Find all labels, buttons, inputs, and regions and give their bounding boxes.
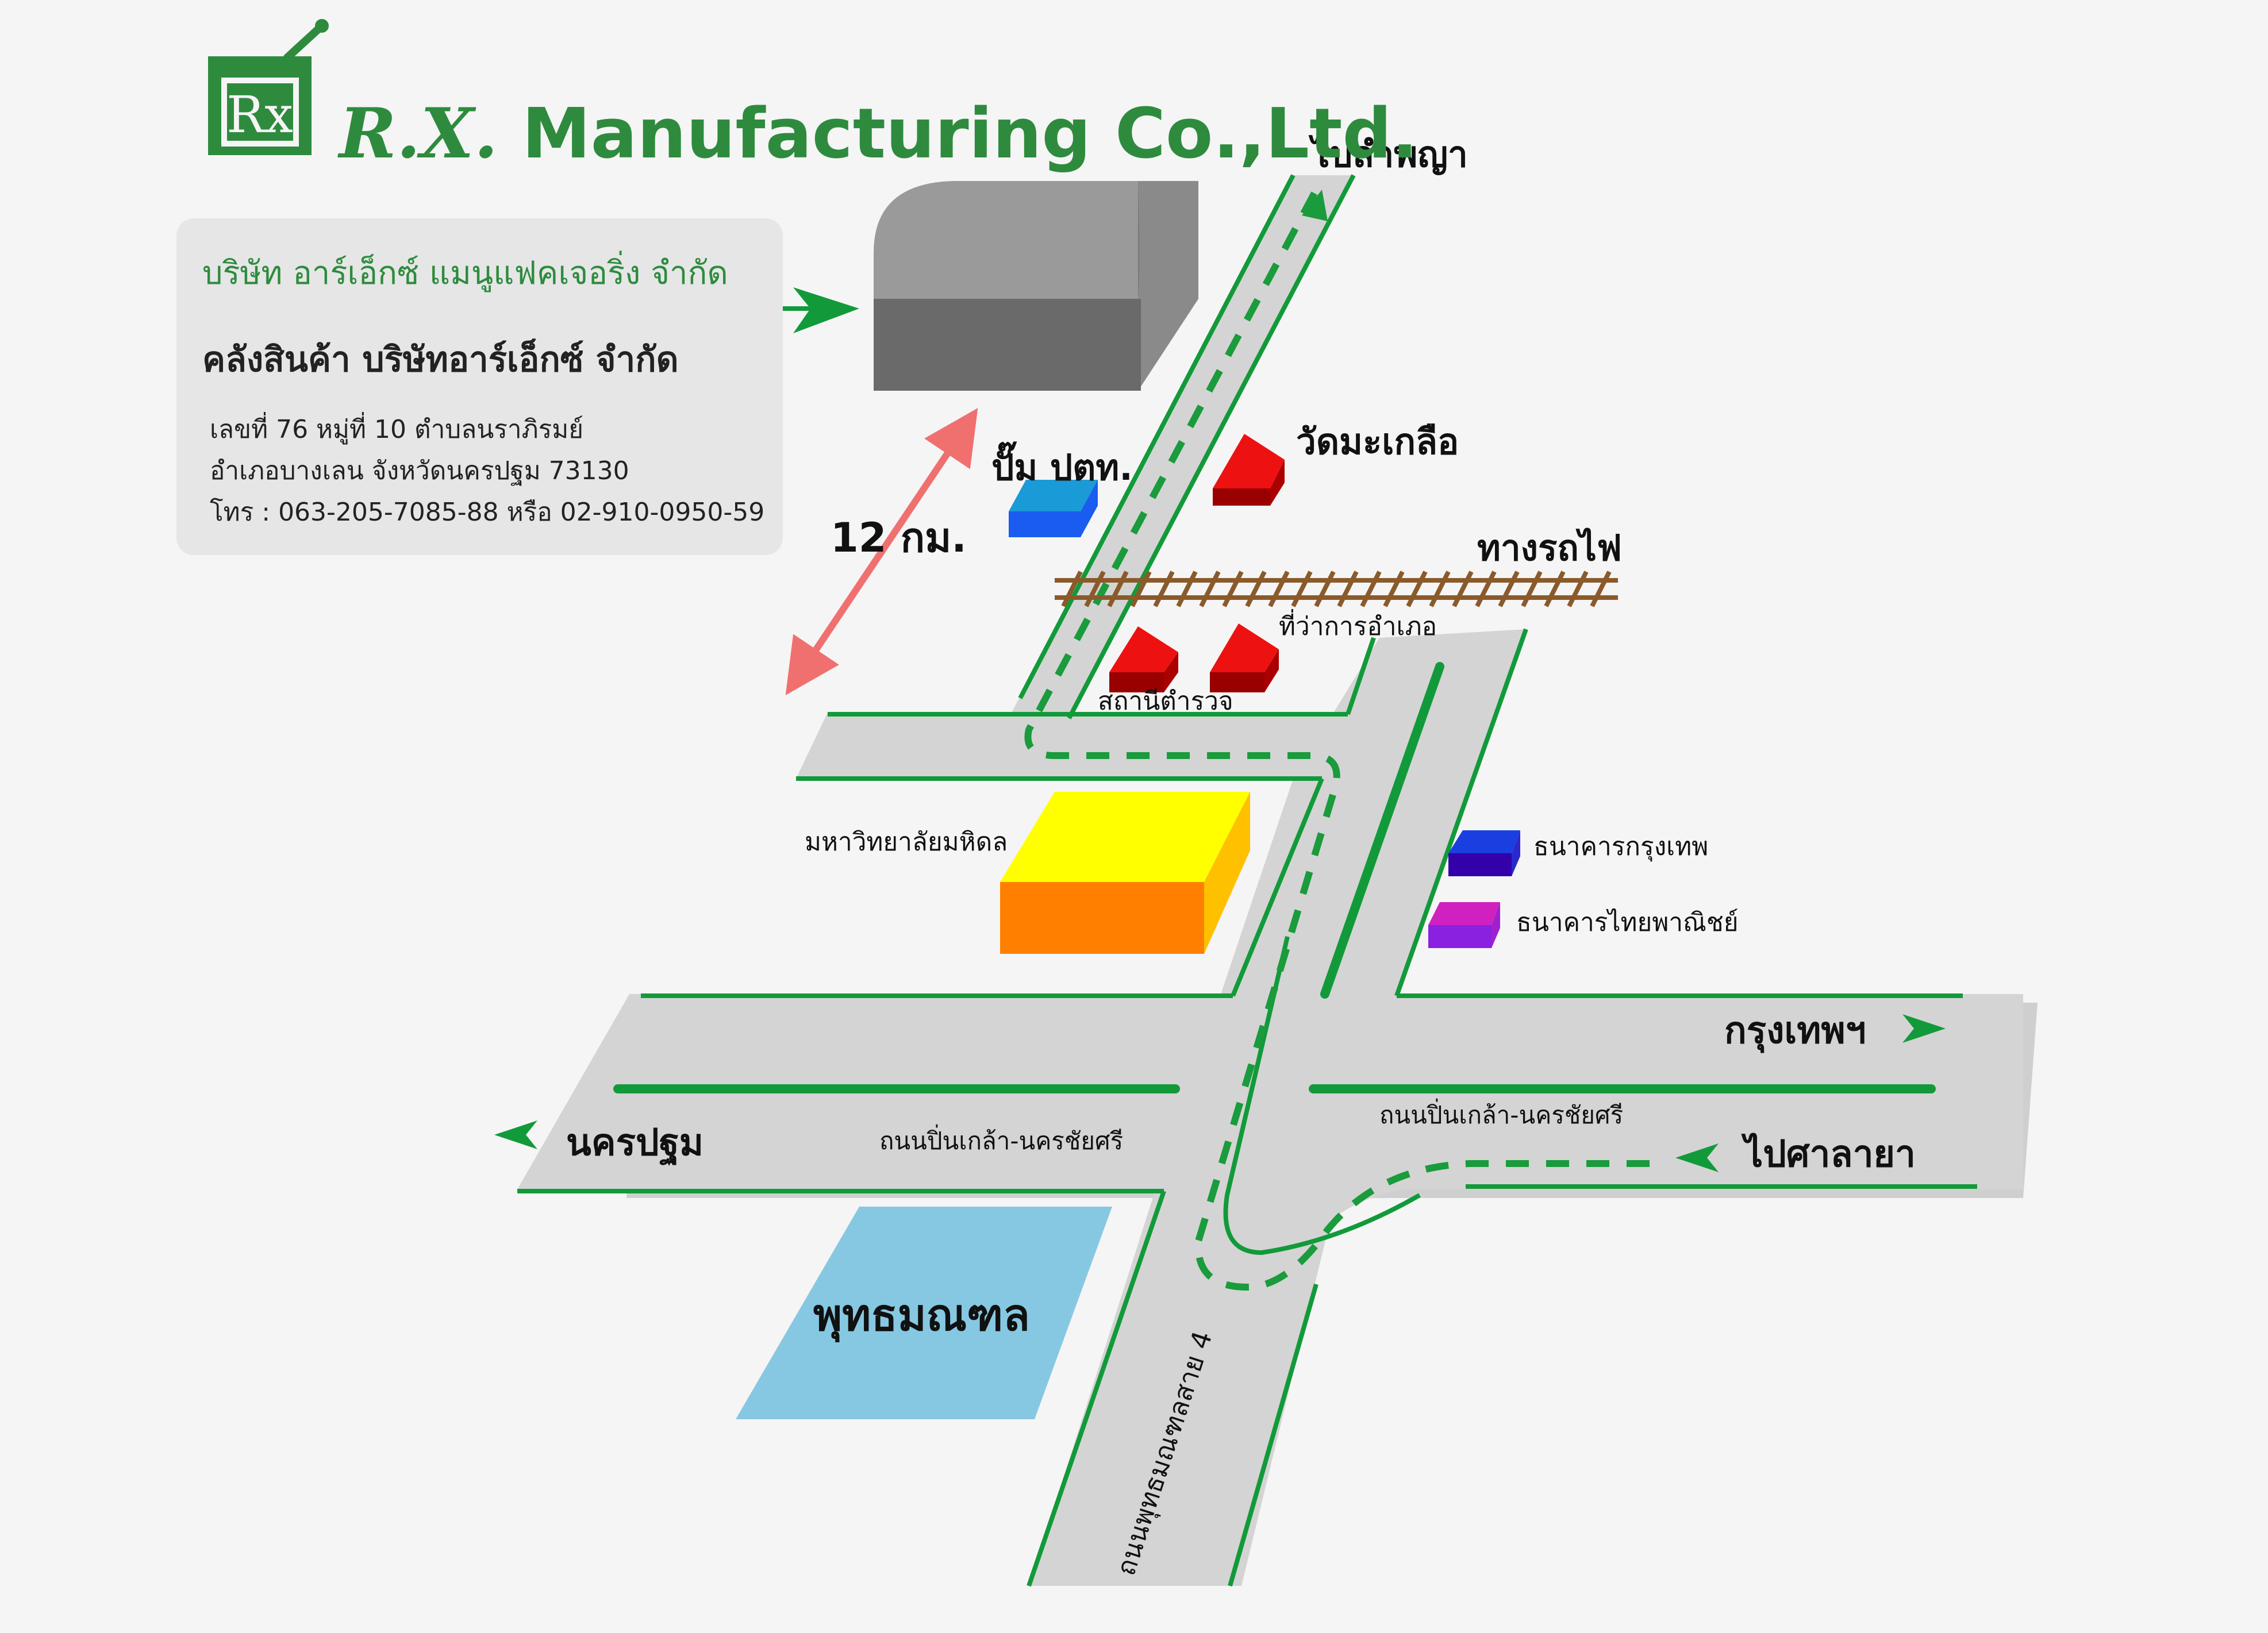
road-upper-cross [796, 712, 1420, 779]
railway-tie [1383, 571, 1405, 607]
railway-tie [1567, 571, 1589, 607]
railway-tie [1222, 571, 1244, 607]
railway-tie [1475, 571, 1497, 607]
label-mahidol: มหาวิทยาลัยมหิดล [805, 827, 1008, 857]
label-bangkok-bank: ธนาคารกรุงเทพ [1533, 832, 1708, 862]
road-sai4 [1029, 629, 1526, 1586]
rx-logo-icon: Rx [208, 19, 329, 155]
railway-tie [1452, 571, 1474, 607]
mahidol-university-icon [1000, 792, 1250, 954]
police-station-icon [1109, 626, 1178, 692]
distance-arrow [785, 408, 978, 695]
bangkok-bank-icon [1448, 830, 1520, 876]
railway-tie [1590, 571, 1612, 607]
railway-tie [1061, 571, 1083, 607]
railway-tie [1245, 571, 1267, 607]
label-wat-makluea: วัดมะเกลือ [1296, 421, 1459, 463]
phone-line: โทร : 063-205-7085-88 หรือ 02-910-0950-5… [210, 498, 765, 527]
label-road-pinklao-left: ถนนปิ่นเกล้า-นครชัยศรี [879, 1124, 1123, 1155]
route-arrow-north-icon [1302, 190, 1328, 221]
company-name: บริษัท อาร์เอ็กซ์ แมนูแฟคเจอริ่ง จำกัด [202, 255, 728, 292]
railway-tie [1314, 571, 1336, 607]
title-rx: R.X. [339, 93, 498, 174]
arrow-bangkok-icon [1902, 1014, 1946, 1043]
wat-makluea-icon [1213, 434, 1285, 506]
label-bangkok: กรุงเทพฯ [1724, 1010, 1866, 1053]
label-police-station: สถานีตำรวจ [1098, 687, 1233, 716]
district-office-icon [1210, 623, 1279, 692]
label-nakhon-pathom: นครปฐม [566, 1122, 704, 1166]
railway-tie [1337, 571, 1359, 607]
railway-tie [1406, 571, 1428, 607]
railway-tie [1429, 571, 1451, 607]
label-road-pinklao-right: ถนนปิ่นเกล้า-นครชัยศรี [1379, 1099, 1623, 1129]
railway-tie [1199, 571, 1221, 607]
ptt-pump-icon [1009, 480, 1098, 537]
phutthamonthon-park [736, 1207, 1112, 1419]
warehouse-pointer-arrowhead [793, 287, 859, 333]
road-inner-curve-edge [1223, 936, 1421, 1255]
arrow-salaya-icon [1675, 1143, 1719, 1172]
railway-tie [1268, 571, 1290, 607]
company-title: R.X. Manufacturing Co.,Ltd. [339, 93, 1418, 174]
railway-tie [1521, 571, 1543, 607]
railway-tie [1130, 571, 1152, 607]
railway-tie [1360, 571, 1382, 607]
railway-tie [1084, 571, 1106, 607]
address-line-2: อำเภอบางเลน จังหวัดนครปฐม 73130 [210, 456, 629, 486]
road-center-lines [613, 662, 1936, 1093]
title-rest: Manufacturing Co.,Ltd. [522, 94, 1418, 174]
road-salaya-curve [1218, 1161, 1977, 1299]
label-district-office: ที่ว่าการอำเภอ [1279, 608, 1437, 641]
warehouse-label: คลังสินค้า บริษัทอาร์เอ็กซ์ จำกัด [202, 340, 679, 380]
label-distance: 12 กม. [831, 514, 967, 561]
label-to-salaya: ไปศาลายา [1741, 1133, 1916, 1176]
railway-track [1055, 571, 1618, 607]
label-to-lamphaya: ไปลำพญา [1308, 133, 1468, 175]
label-phutthamonthon: พุทธมณฑล [813, 1289, 1030, 1343]
scb-bank-icon [1428, 902, 1500, 948]
arrow-nakhon-pathom-icon [494, 1120, 537, 1149]
warehouse-building-icon [874, 181, 1198, 391]
railway-tie [1153, 571, 1175, 607]
route-dashed-path [1024, 188, 1650, 1291]
company-info-box: บริษัท อาร์เอ็กซ์ แมนูแฟคเจอริ่ง จำกัด ค… [176, 218, 783, 555]
railway-tie [1176, 571, 1198, 607]
road-edges [517, 174, 1977, 1587]
logo-rx-text: Rx [226, 85, 293, 144]
label-railway: ทางรถไฟ [1477, 527, 1622, 569]
railway-tie [1544, 571, 1566, 607]
railway-tie [1498, 571, 1520, 607]
label-ptt-pump: ปั๊ม ปตท. [991, 441, 1133, 488]
address-line-1: เลขที่ 76 หมู่ที่ 10 ตำบลนราภิรมย์ [210, 415, 584, 444]
label-scb: ธนาคารไทยพาณิชย์ [1516, 908, 1739, 937]
railway-tie [1107, 571, 1129, 607]
railway-tie [1291, 571, 1313, 607]
